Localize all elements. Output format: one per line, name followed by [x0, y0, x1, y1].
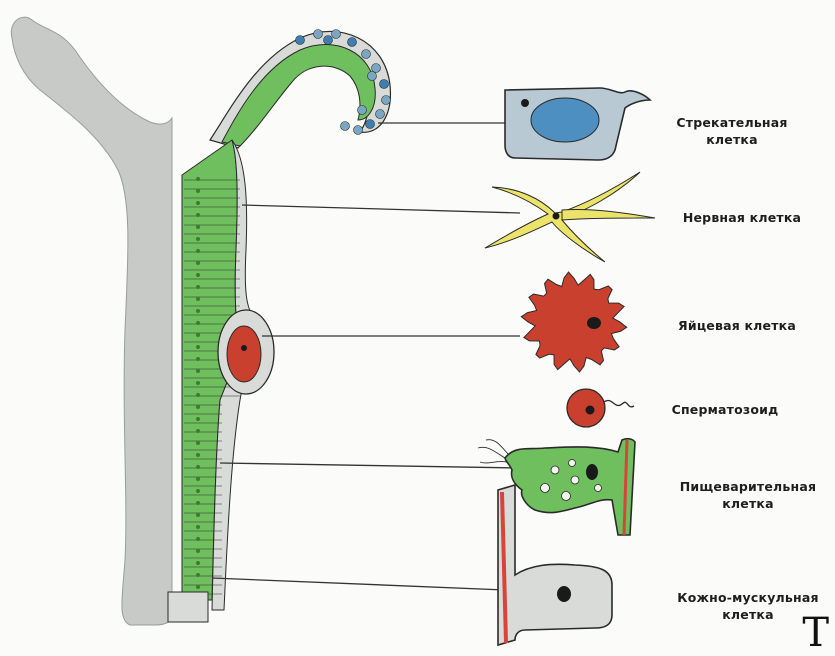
cell-nucleus [196, 489, 200, 493]
cell-nucleus [196, 285, 200, 289]
label-sperm-line1: Сперматозоид [660, 401, 790, 418]
cnidocyte-icon [505, 88, 650, 160]
tentacle-dot [376, 110, 385, 119]
cell-nucleus [196, 585, 200, 589]
cell-nucleus [196, 321, 200, 325]
label-nerve-line1: Нервная клетка [662, 209, 822, 226]
body-egg [227, 326, 261, 382]
cell-nucleus [196, 525, 200, 529]
cell-nucleus [196, 357, 200, 361]
sperm-icon [567, 389, 634, 427]
tentacle-dot [358, 106, 367, 115]
cell-nucleus [196, 345, 200, 349]
cell-nucleus [196, 297, 200, 301]
cell-nucleus [196, 393, 200, 397]
label-digestive-line1: Пищеварительная [668, 478, 828, 495]
tentacle-dot [368, 72, 377, 81]
tentacle-dot [332, 30, 341, 39]
label-digestive: Пищеварительная клетка [668, 478, 828, 512]
cell-nucleus [196, 501, 200, 505]
cell-nucleus [196, 573, 200, 577]
cell-nucleus [196, 417, 200, 421]
cell-nucleus [196, 453, 200, 457]
label-cnidocyte-line2: клетка [662, 131, 802, 148]
tentacle-dot [380, 80, 389, 89]
base-cells [168, 592, 208, 622]
cell-nucleus [196, 273, 200, 277]
cell-nucleus [196, 201, 200, 205]
cell-nucleus [196, 309, 200, 313]
egg-cell-icon [521, 272, 626, 372]
hydra-body-section [11, 17, 172, 625]
label-sperm: Сперматозоид [660, 401, 790, 418]
cell-nucleus [196, 513, 200, 517]
cell-nucleus [196, 465, 200, 469]
cell-nucleus [196, 369, 200, 373]
cell-nucleus [196, 237, 200, 241]
cell-nucleus [196, 561, 200, 565]
label-egg: Яйцевая клетка [662, 317, 812, 334]
cell-nucleus [196, 177, 200, 181]
label-nerve: Нервная клетка [662, 209, 822, 226]
tentacle-dot [348, 38, 357, 47]
tentacle-dot [372, 64, 381, 73]
cell-nucleus [196, 213, 200, 217]
cell-nucleus [196, 381, 200, 385]
tentacle-dot [341, 122, 350, 131]
nerve-cell-icon [485, 172, 655, 262]
tentacle-dot [314, 30, 323, 39]
tentacle-dot [362, 50, 371, 59]
tentacle-dot [324, 36, 333, 45]
cell-nucleus [196, 537, 200, 541]
label-epitheliomuscular-line1: Кожно-мускульная [663, 589, 833, 606]
tentacle-dot [296, 36, 305, 45]
label-digestive-line2: клетка [668, 495, 828, 512]
cell-nucleus [196, 249, 200, 253]
corner-glyph: T [802, 610, 829, 656]
cell-nucleus [196, 429, 200, 433]
tentacle-dot [382, 96, 391, 105]
label-cnidocyte: Стрекательная клетка [662, 114, 802, 148]
cell-nucleus [196, 405, 200, 409]
cell-nucleus [196, 189, 200, 193]
cell-nucleus [196, 441, 200, 445]
tentacle-dot [366, 120, 375, 129]
cell-nucleus [196, 261, 200, 265]
cell-nucleus [196, 549, 200, 553]
tentacle-dot [354, 126, 363, 135]
cell-nucleus [196, 225, 200, 229]
label-egg-line1: Яйцевая клетка [662, 317, 812, 334]
cell-nucleus [196, 477, 200, 481]
cell-nucleus [196, 333, 200, 337]
label-cnidocyte-line1: Стрекательная [662, 114, 802, 131]
